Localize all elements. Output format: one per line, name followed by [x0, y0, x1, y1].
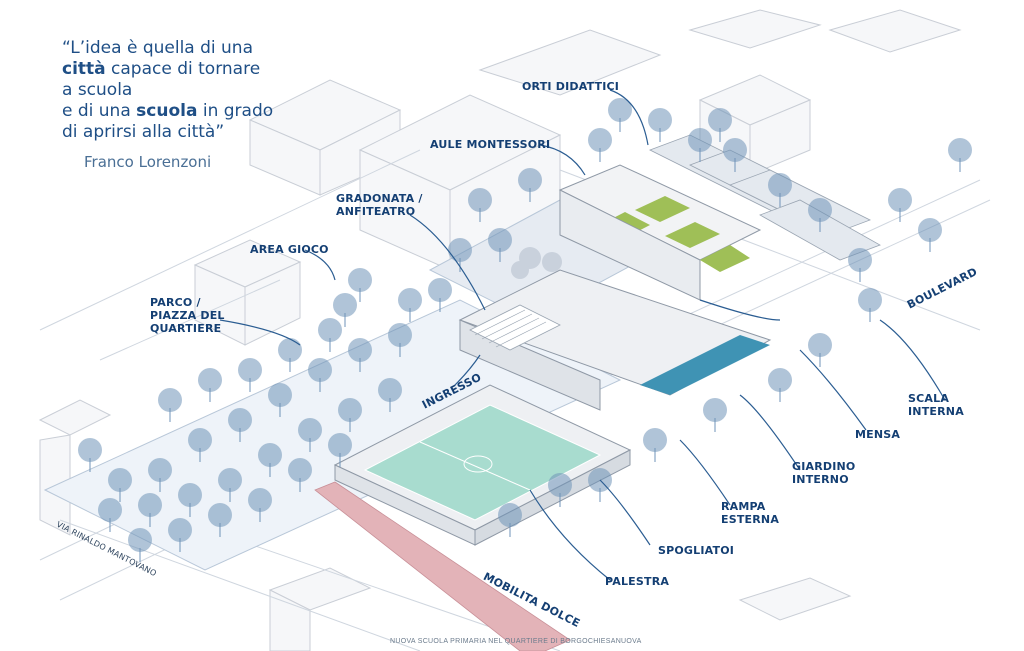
tree	[238, 358, 262, 382]
tree	[648, 108, 672, 132]
label-line: PARCO /	[150, 296, 201, 309]
tree	[518, 168, 542, 192]
quote-author: Franco Lorenzoni	[84, 153, 212, 171]
tree	[198, 368, 222, 392]
tree	[608, 98, 632, 122]
label-palestra: PALESTRA	[605, 575, 670, 588]
cycle-lane	[314, 481, 571, 651]
tree	[428, 278, 452, 302]
label-line: GIARDINO	[792, 460, 856, 473]
tree	[268, 383, 292, 407]
label-spogliatoi: SPOGLIATOI	[658, 544, 735, 557]
tree	[768, 173, 792, 197]
label-line: RAMPA	[721, 500, 766, 513]
school-building	[458, 164, 772, 411]
tree	[98, 498, 122, 522]
tree	[488, 228, 512, 252]
tree	[588, 128, 612, 152]
tree	[848, 248, 872, 272]
label-area-gioco: AREA GIOCO	[250, 243, 329, 256]
quote-text: in grado	[197, 101, 274, 121]
tree	[703, 398, 727, 422]
playground-ring	[511, 261, 529, 279]
label-orti-didattici: ORTI DIDATTICI	[522, 80, 620, 93]
tree	[768, 368, 792, 392]
quote-line: città capace di tornare	[62, 59, 362, 80]
quote-text: e di una	[62, 101, 137, 121]
label-line: GRADONATA /	[336, 192, 423, 205]
tree	[468, 188, 492, 212]
tree	[328, 433, 352, 457]
tree	[298, 418, 322, 442]
tree	[378, 378, 402, 402]
tree	[188, 428, 212, 452]
tree	[78, 438, 102, 462]
label-mensa: MENSA	[855, 428, 901, 441]
tree	[808, 333, 832, 357]
tree	[643, 428, 667, 452]
tree	[108, 468, 132, 492]
leader-lines	[219, 89, 946, 581]
label-scala-interna: SCALA INTERNA	[908, 392, 964, 418]
tree	[168, 518, 192, 542]
tree	[948, 138, 972, 162]
tree	[688, 128, 712, 152]
tree	[258, 443, 282, 467]
tree	[388, 323, 412, 347]
playground-ring	[542, 252, 562, 272]
tree	[178, 483, 202, 507]
tree	[148, 458, 172, 482]
quote-line: e di una scuola in grado	[62, 101, 362, 122]
label-aule-montessori: AULE MONTESSORI	[430, 138, 551, 151]
tree	[888, 188, 912, 212]
tree	[918, 218, 942, 242]
tree	[723, 138, 747, 162]
label-line: PIAZZA DEL	[150, 309, 225, 322]
label-gradonata-anfiteatro: GRADONATA / ANFITEATRO	[336, 192, 423, 218]
label-line: ESTERNA	[721, 513, 780, 526]
tree	[228, 408, 252, 432]
tree	[248, 488, 272, 512]
tree	[548, 473, 572, 497]
tree	[808, 198, 832, 222]
tree	[218, 468, 242, 492]
quote-emphasis: città	[62, 59, 106, 79]
label-line: INTERNA	[908, 405, 964, 418]
label-parco-piazza: PARCO / PIAZZA DEL QUARTIERE	[150, 296, 225, 335]
label-rampa-esterna: RAMPA ESTERNA	[721, 500, 779, 526]
tree	[708, 108, 732, 132]
tree	[348, 268, 372, 292]
label-giardino-interno: GIARDINO INTERNO	[792, 460, 856, 486]
tree	[158, 388, 182, 412]
tree	[348, 338, 372, 362]
trees	[78, 98, 972, 562]
tree	[338, 398, 362, 422]
tree	[278, 338, 302, 362]
image-caption: NUOVA SCUOLA PRIMARIA NEL QUARTIERE DI B…	[390, 638, 642, 645]
label-line: ANFITEATRO	[336, 205, 416, 218]
label-line: INTERNO	[792, 473, 849, 486]
tree	[498, 503, 522, 527]
label-line: QUARTIERE	[150, 322, 222, 335]
tree	[858, 288, 882, 312]
tree	[448, 238, 472, 262]
tree	[318, 318, 342, 342]
quote-block: “L’idea è quella di una città capace di …	[62, 38, 362, 143]
tree	[333, 293, 357, 317]
tree	[208, 503, 232, 527]
quote-text: capace di tornare	[105, 59, 261, 79]
label-line: SCALA	[908, 392, 950, 405]
tree	[398, 288, 422, 312]
tree	[128, 528, 152, 552]
tree	[288, 458, 312, 482]
quote-line: a scuola	[62, 80, 133, 100]
quote-line: “L’idea è quella di una	[62, 38, 253, 58]
quote-emphasis: scuola	[136, 101, 198, 121]
tree	[308, 358, 332, 382]
tree	[138, 493, 162, 517]
quote-line: di aprirsi alla città”	[62, 122, 225, 142]
